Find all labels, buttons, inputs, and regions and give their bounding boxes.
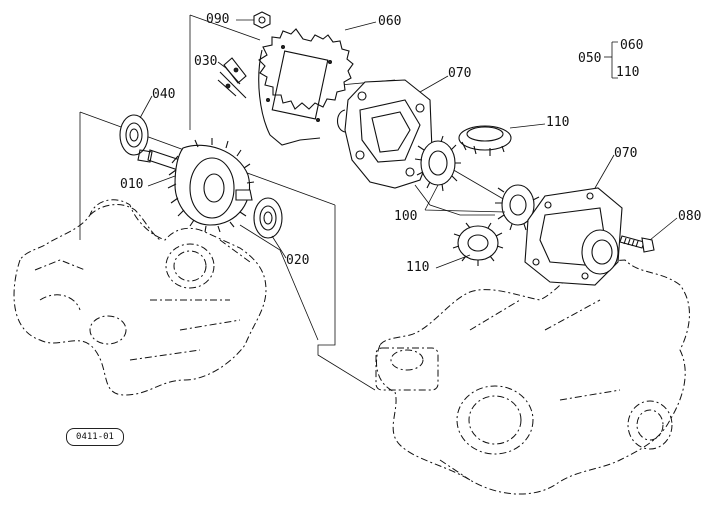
transmission-case-right-icon bbox=[375, 259, 690, 495]
callout-080: 080 bbox=[678, 209, 702, 224]
side-gear-110-icon bbox=[452, 222, 504, 266]
chain-link-030-icon bbox=[217, 57, 247, 99]
gear-shaft-010-icon bbox=[137, 138, 255, 233]
callout-030: 030 bbox=[194, 54, 218, 69]
callout-040: 040 bbox=[152, 87, 176, 102]
bolt-080-icon bbox=[619, 235, 655, 253]
callout-070-right: 070 bbox=[614, 146, 638, 161]
bearing-040-icon bbox=[119, 114, 149, 156]
nut-090-icon bbox=[253, 11, 271, 29]
callout-070-top: 070 bbox=[448, 66, 472, 81]
callout-110-group: 110 bbox=[616, 65, 640, 80]
callout-050: 050 bbox=[578, 51, 602, 66]
callout-060: 060 bbox=[378, 14, 402, 29]
reference-tag: 0411-01 bbox=[66, 428, 124, 446]
differential-case-070-icon bbox=[336, 79, 433, 189]
callout-020: 020 bbox=[286, 253, 310, 268]
transmission-case-left-icon bbox=[13, 199, 267, 396]
callout-100: 100 bbox=[394, 209, 418, 224]
bearing-020-icon bbox=[253, 197, 283, 239]
differential-case-070-right-icon bbox=[524, 187, 623, 286]
callout-110-top: 110 bbox=[546, 115, 570, 130]
thrust-washer-110-icon bbox=[458, 125, 512, 156]
callout-090: 090 bbox=[206, 12, 230, 27]
callout-leader-lines bbox=[139, 19, 678, 269]
callout-010: 010 bbox=[120, 177, 144, 192]
large-sprocket-gear-icon bbox=[258, 28, 354, 146]
callout-110-bottom: 110 bbox=[406, 260, 430, 275]
bevel-gear-icon bbox=[414, 135, 540, 231]
callout-060-group: 060 bbox=[620, 38, 644, 53]
